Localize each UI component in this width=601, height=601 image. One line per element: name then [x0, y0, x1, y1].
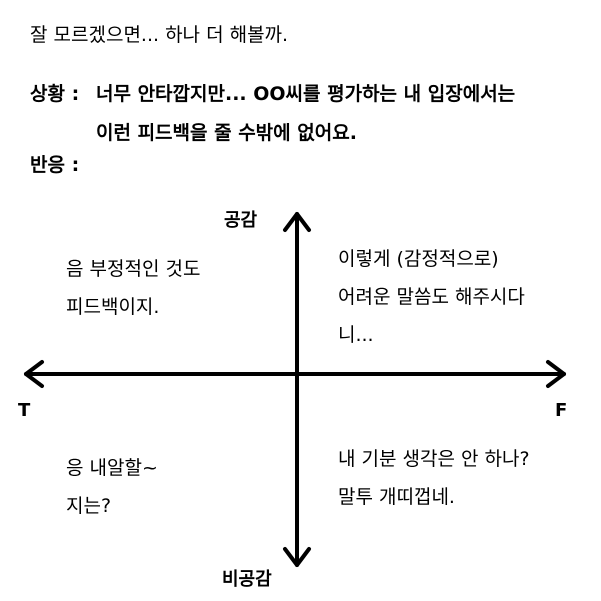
quadrant-text-line: 말투 개띠껍네. — [338, 486, 455, 508]
page-title: 잘 모르겠으면... 하나 더 해볼까. — [30, 24, 289, 46]
quadrant-text-line: 니... — [338, 324, 374, 346]
arrow-right — [546, 360, 566, 388]
situation-text-line-2: 이런 피드백을 줄 수밖에 없어요. — [96, 122, 357, 144]
quadrant-top-left: 음 부정적인 것도 피드백이지. — [66, 250, 200, 326]
arrow-left — [24, 360, 44, 388]
quadrant-text-line: 음 부정적인 것도 — [66, 258, 201, 280]
quadrant-text-line: 응 내알할~ — [66, 457, 158, 479]
quadrant-text-line: 내 기분 생각은 안 하나? — [338, 448, 530, 470]
axis-label-empathy: 공감 — [224, 210, 258, 231]
quadrant-text-line: 지는? — [66, 495, 112, 517]
axis-label-t: T — [18, 400, 31, 421]
situation-text-line-1: 너무 안타깝지만... OO씨를 평가하는 내 입장에서는 — [96, 83, 516, 105]
quadrant-bottom-right: 내 기분 생각은 안 하나? 말투 개띠껍네. — [338, 440, 530, 516]
reaction-label: 반응 : — [30, 154, 80, 176]
quadrant-text-line: 어려운 말씀도 해주시다 — [338, 286, 525, 308]
arrow-up — [283, 212, 311, 232]
situation-label: 상황 : — [30, 83, 80, 105]
axis-label-f: F — [555, 400, 568, 421]
axis-label-non-empathy: 비공감 — [222, 569, 272, 590]
quadrant-top-right: 이렇게 (감정적으로) 어려운 말씀도 해주시다 니... — [338, 240, 525, 354]
arrow-down — [283, 547, 311, 567]
quadrant-bottom-left: 응 내알할~ 지는? — [66, 449, 158, 525]
quadrant-text-line: 피드백이지. — [66, 296, 160, 318]
quadrant-text-line: 이렇게 (감정적으로) — [338, 248, 499, 270]
